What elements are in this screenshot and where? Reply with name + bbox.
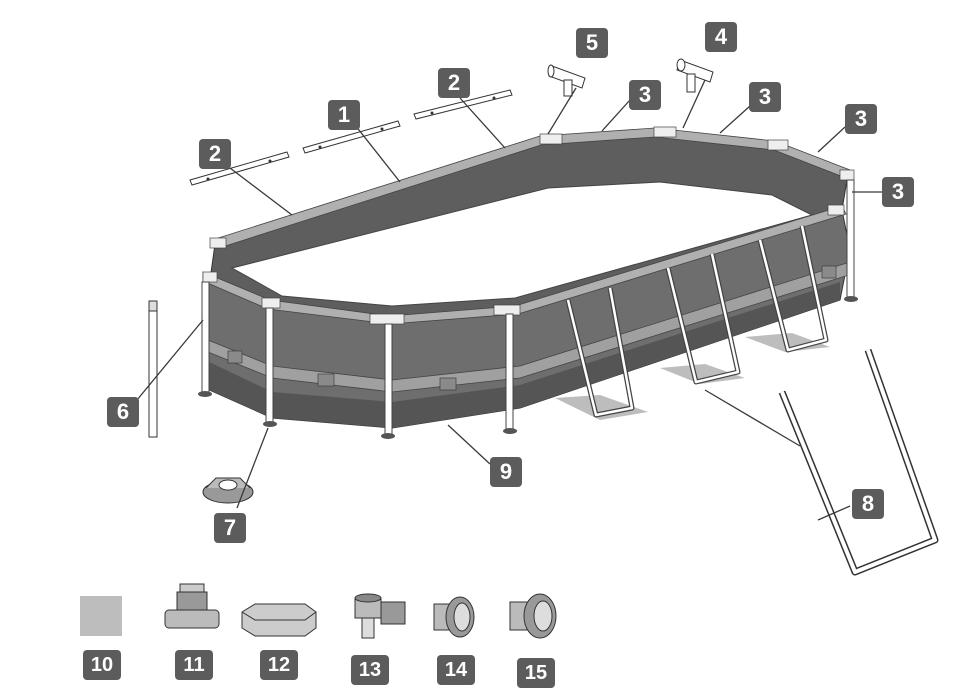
part-15-strainer-connector [509,593,557,639]
badge-7: 7 [214,513,246,543]
badge-3b: 3 [749,82,781,112]
part-7-leg-cap [202,477,254,504]
badge-5: 5 [576,28,608,58]
badge-9: 9 [490,457,522,487]
part-13-plunger-valve [354,593,406,639]
badge-4: 4 [705,22,737,52]
badge-1: 1 [328,100,360,130]
badge-12: 12 [260,650,298,680]
part-2a-top-rail [189,151,290,186]
leader-lines [136,79,882,521]
badge-3c: 3 [845,104,877,134]
part-1-top-rail [302,120,401,154]
pool-body [198,126,858,439]
badge-11: 11 [175,650,213,680]
part-14-strainer-connector [433,596,475,638]
part-6-vertical-leg [148,300,158,438]
part-2b-top-rail [413,89,513,120]
badge-14: 14 [437,655,475,685]
part-11-hose-adapter [164,583,220,629]
badge-3d: 3 [882,177,914,207]
badge-2b: 2 [438,68,470,98]
part-4-t-joint [676,58,714,93]
badge-13: 13 [351,655,389,685]
badge-10: 10 [83,650,121,680]
badge-6: 6 [107,397,139,427]
part-10-ground-cloth [80,596,122,636]
badge-3a: 3 [629,80,661,110]
badge-15: 15 [517,658,555,688]
badge-8: 8 [852,489,884,519]
part-8-u-support [778,348,939,576]
part-5-t-joint [547,64,586,97]
badge-2a: 2 [199,139,231,169]
part-12-hex-plug [241,603,317,637]
